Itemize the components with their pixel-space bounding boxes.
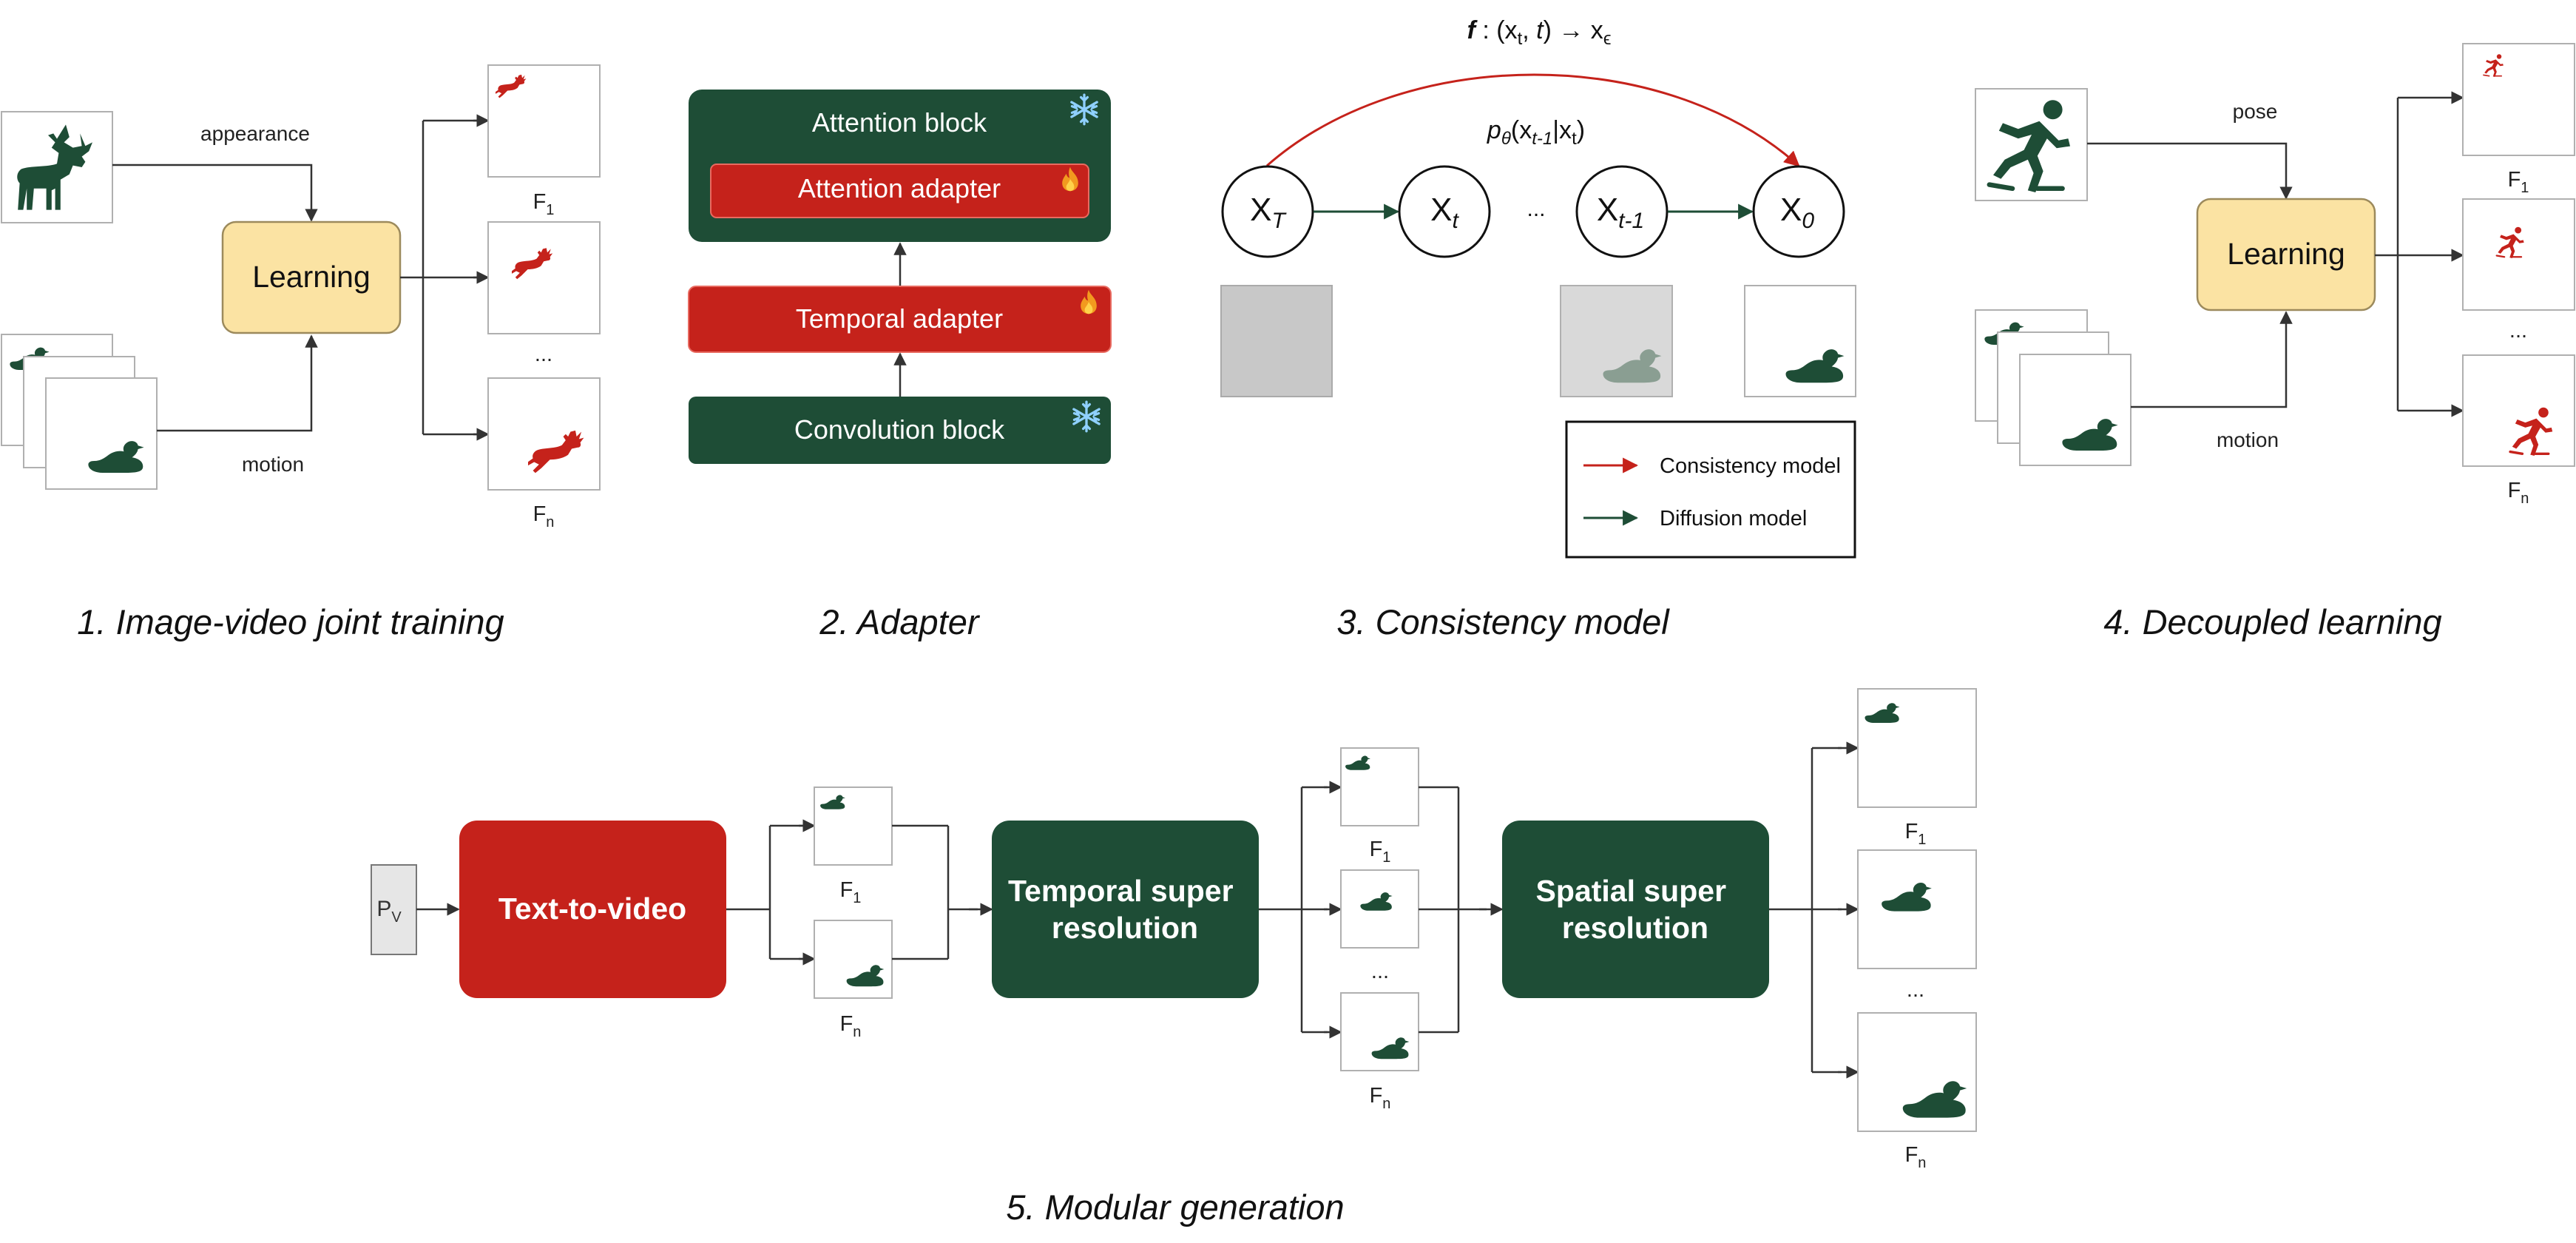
spatial-sr-label: Spatial super resolution (1536, 874, 1735, 945)
t2v-merge-connector (892, 824, 978, 960)
panel-5-modular-generation: PV Text-to-video F1 Fn Temporal super re… (371, 688, 1977, 1227)
temporal-sr-box (992, 821, 1259, 998)
panel-1-joint-training: appearance motion Learning F1 ... Fn 1. … (1, 64, 601, 641)
temporal-adapter (688, 286, 1112, 353)
output-connector (400, 119, 487, 436)
t2v-label-fn: Fn (840, 1012, 862, 1040)
prompt-label: PV (376, 897, 402, 926)
frame-label-f1: F1 (533, 190, 555, 218)
node-x0 (1752, 165, 1845, 258)
legend-box (1565, 420, 1856, 559)
frame-label-f1: F1 (2508, 168, 2529, 196)
motion-label: motion (2217, 428, 2279, 451)
output-connector (2375, 96, 2448, 412)
temporal-adapter-label: Temporal adapter (796, 303, 1003, 334)
panel-4-caption: 4. Decoupled learning (2103, 602, 2441, 641)
node-x0-label: X0 (1780, 192, 1814, 233)
frames-ellipsis: ... (535, 343, 552, 366)
pose-label: pose (2233, 100, 2278, 123)
panel-3-consistency-model: f : (xt, t) → xϵ pθ(xt-1|xt) XT Xt ... X… (1220, 16, 1856, 641)
ssr-frame-1 (1857, 688, 1977, 808)
ssr-ellipsis: ... (1907, 978, 1924, 1002)
diffusion-formula: pθ(xt-1|xt) (1487, 116, 1585, 149)
chain-ellipsis: ... (1527, 197, 1545, 221)
ssr-label-fn: Fn (1905, 1143, 1927, 1171)
motion-arrow (157, 334, 318, 432)
frame-label-fn: Fn (533, 502, 555, 530)
appearance-arrow (112, 164, 318, 222)
tsr-ellipsis: ... (1371, 960, 1389, 983)
spatial-sr-box (1502, 821, 1769, 998)
convolution-block (689, 397, 1111, 464)
temporal-sr-label: Temporal super resolution (1008, 874, 1242, 945)
text-to-video-box (459, 821, 726, 998)
legend-diffusion-label: Diffusion model (1660, 507, 1807, 530)
motion-arrow (2131, 311, 2293, 408)
pose-arrow (2087, 142, 2293, 200)
tsr-frame-n (1340, 992, 1419, 1071)
t2v-out-connector (726, 824, 808, 960)
attention-block-label: Attention block (812, 107, 987, 138)
output-frame-1 (487, 64, 601, 178)
attention-adapter (710, 164, 1089, 218)
text-to-video-label: Text-to-video (498, 892, 686, 926)
learning-label: Learning (252, 260, 371, 294)
panel-2-caption: 2. Adapter (819, 602, 980, 641)
output-frame-n (487, 377, 601, 491)
output-frame-1 (2462, 43, 2575, 156)
ssr-out-connector (1769, 747, 1842, 1074)
appearance-label: appearance (200, 122, 310, 145)
tsr-out-connector (1259, 786, 1328, 1034)
output-frame-2 (487, 221, 601, 334)
output-frame-2 (2462, 198, 2575, 311)
convolution-block-label: Convolution block (794, 414, 1005, 445)
output-frame-n (2462, 354, 2575, 467)
ssr-label-f1: F1 (1905, 820, 1927, 848)
tsr-label-fn: Fn (1370, 1084, 1391, 1112)
learning-label: Learning (2227, 237, 2345, 271)
node-xt-minus-1 (1575, 165, 1669, 258)
t2v-label-f1: F1 (840, 878, 862, 906)
panel-3-caption: 3. Consistency model (1336, 602, 1670, 641)
panel-2-adapter: Attention block Attention adapter Tempor… (688, 90, 1112, 641)
legend-consistency-label: Consistency model (1660, 454, 1841, 478)
node-xt (1398, 165, 1491, 258)
noise-image (1220, 285, 1333, 397)
attention-adapter-label: Attention adapter (798, 173, 1001, 203)
node-xT-label: XT (1250, 192, 1287, 233)
panel-5-caption: 5. Modular generation (1006, 1188, 1344, 1227)
consistency-formula: f : (xt, t) → xϵ (1467, 16, 1612, 49)
node-xT (1221, 165, 1314, 258)
consistency-arc (1266, 73, 1800, 167)
frame-label-fn: Fn (2508, 479, 2529, 507)
motion-label: motion (242, 453, 304, 476)
t2v-frame-1 (814, 786, 893, 866)
panel-1-caption: 1. Image-video joint training (77, 602, 504, 641)
node-xt-minus-1-label: Xt-1 (1597, 192, 1644, 233)
t2v-frame-n (814, 920, 893, 999)
panel-4-decoupled-learning: pose motion Learning F1 ... Fn 4. Decoup… (1975, 43, 2575, 641)
frames-ellipsis: ... (2509, 319, 2527, 343)
node-xt-label: Xt (1430, 192, 1459, 233)
tsr-frame-1 (1340, 747, 1419, 826)
tsr-merge-connector (1419, 786, 1487, 1034)
tsr-label-f1: F1 (1370, 838, 1391, 866)
